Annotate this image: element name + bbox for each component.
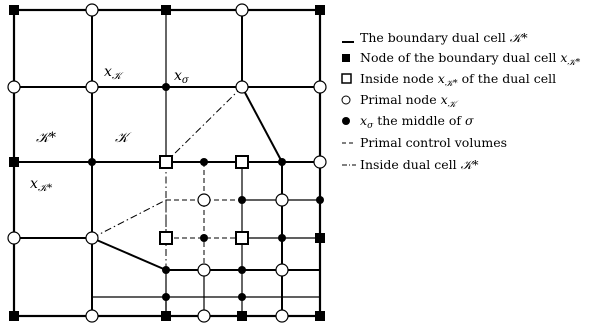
filled-circle-node — [238, 266, 246, 274]
legend-item-edge-middle: xσ the middle of σ — [360, 113, 474, 131]
open-square-node — [235, 155, 249, 169]
legend-filled-square-symbol — [342, 54, 350, 62]
label-x-K: x𝒦 — [104, 64, 125, 82]
open-circle-node — [197, 309, 211, 323]
open-circle-node — [235, 80, 249, 94]
filled-square-node — [237, 311, 247, 321]
label-K-star: 𝒦* — [36, 130, 56, 146]
filled-square-node — [9, 157, 19, 167]
legend-item-inside-node: Inside node x𝒦* of the dual cell — [360, 71, 556, 89]
legend-item-primal-control-volumes: Primal control volumes — [360, 135, 507, 150]
open-circle-node — [275, 263, 289, 277]
open-circle-node — [85, 3, 99, 17]
open-circle-node — [313, 155, 327, 169]
filled-circle-node — [316, 196, 324, 204]
filled-circle-node — [88, 158, 96, 166]
filled-circle-node — [200, 234, 208, 242]
open-circle-node — [85, 309, 99, 323]
legend-filled-circle-symbol — [342, 117, 350, 125]
filled-square-node — [9, 311, 19, 321]
open-circle-node — [275, 193, 289, 207]
filled-square-node — [161, 311, 171, 321]
open-circle-node — [197, 263, 211, 277]
open-circle-node — [197, 193, 211, 207]
open-circle-node — [85, 80, 99, 94]
filled-square-node — [161, 5, 171, 15]
legend-open-square-symbol — [341, 73, 352, 84]
primal-control-volumes — [166, 162, 282, 270]
label-x-K-star: x𝒦* — [30, 176, 52, 194]
filled-circle-node — [162, 293, 170, 301]
filled-circle-node — [278, 158, 286, 166]
edge-midpoints — [88, 83, 324, 301]
primal-nodes — [7, 3, 327, 323]
legend-item-boundary-node: Node of the boundary dual cell x𝒦* — [360, 50, 581, 68]
open-circle-node — [85, 231, 99, 245]
filled-circle-node — [278, 234, 286, 242]
open-circle-node — [275, 309, 289, 323]
filled-circle-node — [162, 83, 170, 91]
open-square-node — [159, 231, 173, 245]
filled-square-node — [315, 311, 325, 321]
open-circle-node — [313, 80, 327, 94]
legend-item-boundary-dual-cell: The boundary dual cell 𝒦* — [360, 30, 528, 45]
filled-circle-node — [238, 293, 246, 301]
legend-open-circle-symbol — [341, 95, 351, 105]
label-K: 𝒦 — [115, 130, 133, 146]
open-circle-node — [7, 80, 21, 94]
open-square-node — [159, 155, 173, 169]
open-square-node — [235, 231, 249, 245]
inside-dual-nodes — [159, 155, 249, 245]
filled-circle-node — [238, 196, 246, 204]
filled-square-node — [315, 233, 325, 243]
filled-square-node — [315, 5, 325, 15]
legend-item-inside-dual-cell: Inside dual cell 𝒦* — [360, 157, 479, 172]
boundary-dual-nodes — [9, 5, 325, 321]
open-circle-node — [235, 3, 249, 17]
label-x-sigma: xσ — [174, 68, 190, 86]
filled-square-node — [9, 5, 19, 15]
filled-circle-node — [162, 266, 170, 274]
filled-circle-node — [200, 158, 208, 166]
legend: The boundary dual cell 𝒦* Node of the bo… — [341, 30, 581, 172]
legend-item-primal-node: Primal node x𝒦 — [360, 92, 459, 110]
open-circle-node — [7, 231, 21, 245]
